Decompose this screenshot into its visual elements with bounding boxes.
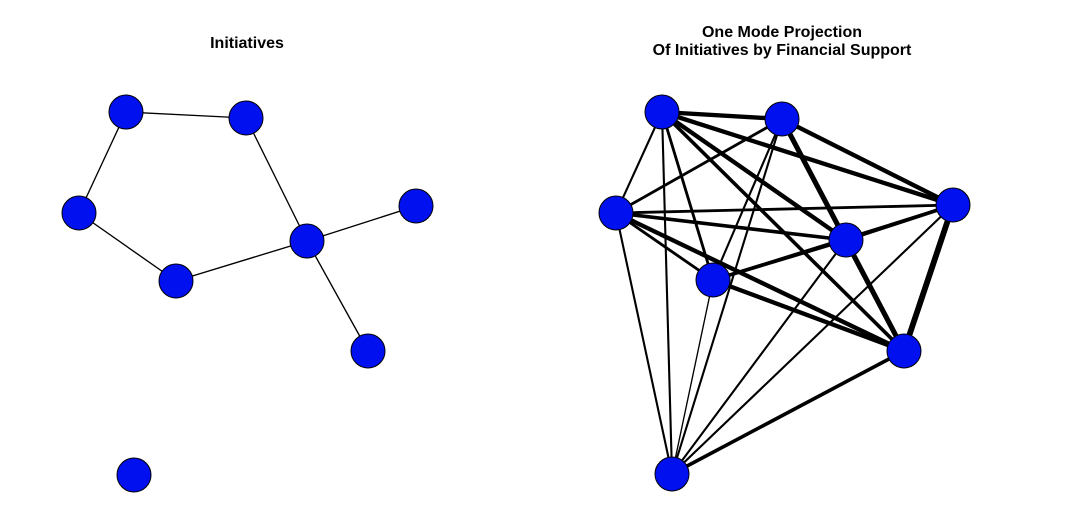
edge-n5-n6 [306, 205, 417, 242]
edge-m3-m7 [613, 210, 907, 354]
node-n1 [108, 94, 144, 130]
node-m7 [886, 333, 922, 369]
edge-m3-m4 [614, 203, 955, 215]
node-m5 [828, 222, 864, 258]
edge-m3-m5 [614, 211, 848, 242]
edge-m6-m8 [671, 279, 714, 475]
node-n5 [289, 223, 325, 259]
edge-n2-n5 [245, 117, 308, 242]
node-m4 [935, 187, 971, 223]
node-m6 [695, 262, 731, 298]
edge-m3-m6 [614, 211, 715, 282]
edge-m1-m8 [660, 110, 674, 476]
node-n6 [398, 188, 434, 224]
edge-m2-m6 [711, 117, 784, 282]
edge-n5-n7 [306, 240, 369, 352]
right-graph-title: One Mode Projection Of Initiatives by Fi… [582, 24, 982, 60]
initiatives-network [61, 94, 434, 493]
edge-m4-m8 [670, 203, 955, 476]
edge-m1-m4 [659, 109, 956, 208]
edge-m6-m7 [710, 277, 907, 354]
edge-m5-m8 [670, 238, 848, 476]
edge-n4-n5 [175, 240, 308, 282]
edge-n1-n2 [125, 111, 247, 119]
edge-m7-m8 [670, 349, 906, 476]
right-graph-title-line2: Of Initiatives by Financial Support [652, 42, 912, 59]
left-graph-title: Initiatives [210, 35, 284, 52]
node-n7 [350, 333, 386, 369]
node-n2 [228, 100, 264, 136]
right-graph-title-line1: One Mode Projection [701, 24, 862, 41]
node-n8 [116, 457, 152, 493]
edge-m1-m3 [614, 110, 664, 215]
edge-m2-m4 [779, 116, 956, 208]
edge-m1-m2 [659, 109, 785, 122]
edge-n3-n4 [78, 212, 177, 282]
edge-m4-m7 [901, 202, 956, 354]
node-m1 [644, 94, 680, 130]
edge-n1-n3 [78, 111, 127, 214]
edge-m5-m6 [711, 238, 848, 282]
edge-m1-m6 [660, 110, 715, 282]
node-m3 [598, 195, 634, 231]
edge-m2-m3 [614, 117, 784, 215]
edge-m2-m8 [670, 117, 784, 476]
one-mode-projection-network [598, 94, 971, 492]
node-n4 [158, 263, 194, 299]
edge-m5-m7 [843, 237, 907, 354]
node-n3 [61, 195, 97, 231]
node-m2 [764, 101, 800, 137]
edge-m1-m5 [659, 109, 849, 243]
node-m8 [654, 456, 690, 492]
edge-m3-m8 [614, 211, 674, 476]
